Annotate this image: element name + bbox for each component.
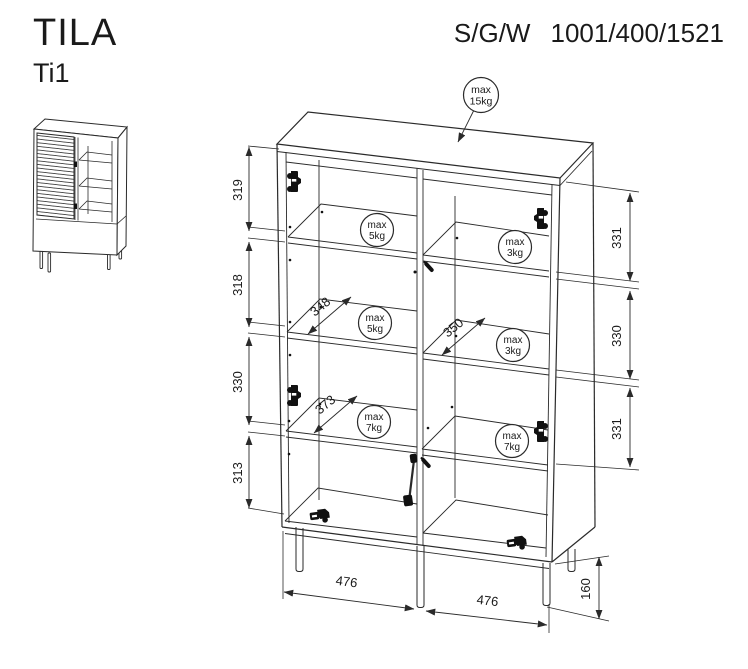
- dimension-line: [283, 589, 415, 612]
- bottom-panel: [284, 487, 418, 538]
- extension-lines: [247, 145, 640, 633]
- hinge-icon: [534, 421, 548, 442]
- max-load-text-line: 3kg: [505, 346, 521, 357]
- thumbnail-drawing: [32, 118, 128, 273]
- max-load-text-line: max: [506, 237, 525, 248]
- depth-arrow: [307, 296, 352, 335]
- dim-label-left-4: 313: [230, 462, 245, 484]
- dim-label-depth-373: 373: [312, 392, 338, 417]
- leg: [416, 546, 425, 608]
- max-load-text-line: 7kg: [366, 423, 382, 434]
- max-load-badge-top: max 15kg: [462, 76, 500, 114]
- leg: [295, 527, 304, 572]
- dim-label-width-left: 476: [335, 573, 358, 591]
- max-load-badge: max 7kg: [356, 404, 392, 440]
- model-code: Ti1: [33, 58, 70, 88]
- page-title: TILA: [33, 12, 118, 54]
- thumbnail-handle-marks: [74, 161, 77, 209]
- shelf: [287, 203, 418, 260]
- shelf: [285, 397, 418, 454]
- max-load-text-line: 3kg: [507, 248, 523, 259]
- main-cabinet-drawing: max 15kg max 5kg max 3kg max 5kg: [230, 76, 640, 633]
- shelves-right: [421, 221, 550, 549]
- max-load-text-line: max: [471, 84, 492, 96]
- hinge-icon: [287, 171, 301, 192]
- max-load-text-line: max: [504, 335, 523, 346]
- shelf: [421, 415, 549, 472]
- hinge-icon: [287, 385, 301, 406]
- cabinet-legs: [295, 527, 576, 608]
- dim-label-right-1: 331: [609, 227, 624, 249]
- max-load-badge: max 5kg: [357, 305, 393, 341]
- max-load-text-line: max: [366, 313, 385, 324]
- dim-label-width-right: 476: [476, 592, 499, 609]
- flap-hinge-icon: [309, 508, 331, 525]
- dim-label-right-2: 330: [609, 325, 624, 347]
- spec-value: 1001/400/1521: [550, 18, 724, 48]
- max-load-pointer-arrow: [457, 109, 475, 143]
- max-load-badge: max 3kg: [495, 327, 531, 363]
- bottom-panel: [422, 499, 549, 549]
- max-load-badge: max 5kg: [359, 212, 395, 248]
- max-load-badges: max 15kg max 5kg max 3kg max 5kg: [356, 76, 533, 459]
- max-load-text-line: 7kg: [504, 442, 520, 453]
- max-load-text-line: max: [503, 431, 522, 442]
- dim-label-right-3: 331: [609, 418, 624, 440]
- dimension-lines: [245, 109, 634, 628]
- dim-label-left-3: 330: [230, 371, 245, 393]
- door-pin-icon: [419, 456, 432, 469]
- depth-arrow: [441, 317, 486, 356]
- dim-label-left-2: 318: [230, 274, 245, 296]
- dimension-line: [425, 608, 548, 628]
- spec-label: S/G/W: [453, 18, 531, 48]
- dim-label-depth-350: 350: [440, 315, 466, 340]
- shelves-left: [284, 203, 418, 538]
- hinge-icon: [534, 208, 548, 229]
- max-load-text-line: 15kg: [470, 96, 493, 108]
- max-load-text-line: max: [365, 412, 384, 423]
- max-load-badge: max 7kg: [494, 423, 530, 459]
- thumbnail-louver-door: [36, 132, 75, 220]
- dimension-spec: S/G/W 1001/400/1521: [454, 18, 724, 49]
- hardware-icons: [287, 171, 548, 552]
- max-load-text-line: 5kg: [369, 231, 385, 242]
- max-load-text-line: max: [368, 220, 387, 231]
- dim-label-left-1: 319: [230, 179, 245, 201]
- dim-label-leg-height: 160: [578, 578, 593, 600]
- gas-strut-icon: [403, 453, 418, 507]
- depth-arrow: [313, 395, 358, 434]
- max-load-badge: max 3kg: [497, 229, 533, 265]
- dimension-labels: 319 318 330 313 331 330 331 476 476 160 …: [230, 179, 624, 609]
- max-load-text-line: 5kg: [367, 324, 383, 335]
- thumbnail-side-face: [116, 125, 128, 257]
- leg: [542, 563, 551, 606]
- flap-hinge-icon: [506, 535, 528, 552]
- leg: [567, 549, 576, 572]
